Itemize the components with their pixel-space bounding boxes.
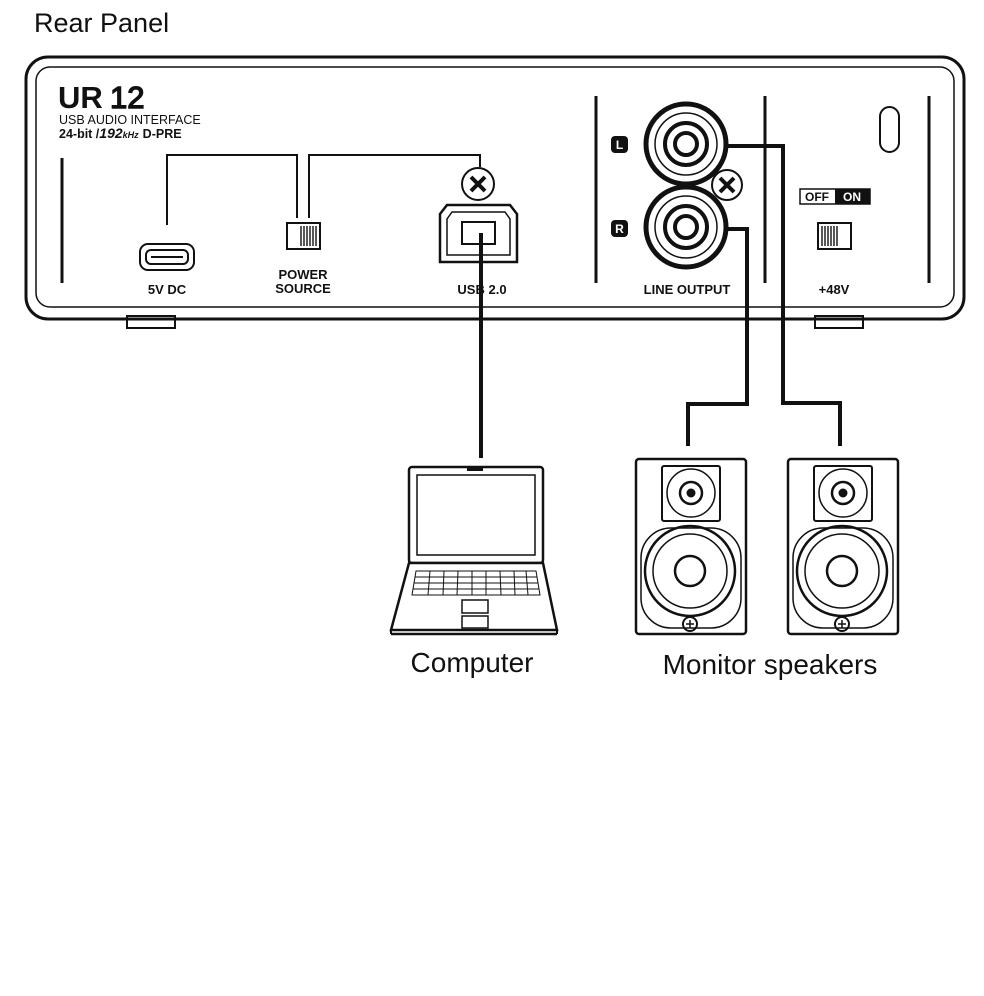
ur12-logo: UR 12	[58, 79, 145, 115]
dc-port[interactable]	[139, 243, 195, 271]
speakers-label: Monitor speakers	[663, 649, 878, 680]
left-channel-badge: L	[611, 136, 628, 153]
svg-text:OFF: OFF	[805, 190, 829, 204]
rear-panel	[24, 55, 966, 329]
svg-text:L: L	[616, 138, 623, 152]
speaker-left-icon	[634, 457, 748, 636]
dc-label: 5V DC	[148, 282, 187, 297]
cables	[479, 144, 842, 458]
power-label-line2: SOURCE	[275, 281, 331, 296]
foot-left	[126, 315, 176, 329]
computer-label: Computer	[411, 647, 534, 678]
svg-text:R: R	[615, 222, 624, 236]
right-channel-badge: R	[611, 220, 628, 237]
power-source-switch[interactable]	[286, 222, 321, 250]
speaker-right-icon	[786, 457, 900, 636]
diagram-title: Rear Panel	[34, 8, 169, 38]
phantom-power-switch[interactable]	[817, 222, 852, 250]
power-label-line1: POWER	[278, 267, 328, 282]
line-output-label: LINE OUTPUT	[644, 282, 731, 297]
usb-port[interactable]	[438, 203, 519, 264]
svg-text:ON: ON	[843, 190, 861, 204]
line-output-r-jack[interactable]	[643, 184, 729, 270]
device-subtitle: USB AUDIO INTERFACE	[59, 113, 201, 127]
laptop-icon	[389, 465, 559, 636]
left-line-cable	[688, 144, 842, 446]
line-output-l-jack[interactable]	[643, 101, 729, 187]
logo-model: UR	[58, 80, 103, 115]
phantom-off-on-label: OFF ON	[799, 188, 871, 205]
screw-icon	[711, 169, 743, 201]
foot-right	[814, 315, 864, 329]
phantom-label: +48V	[819, 282, 850, 297]
logo-model-number: 12	[110, 80, 144, 115]
screw-icon	[461, 167, 495, 201]
security-slot	[879, 106, 900, 153]
